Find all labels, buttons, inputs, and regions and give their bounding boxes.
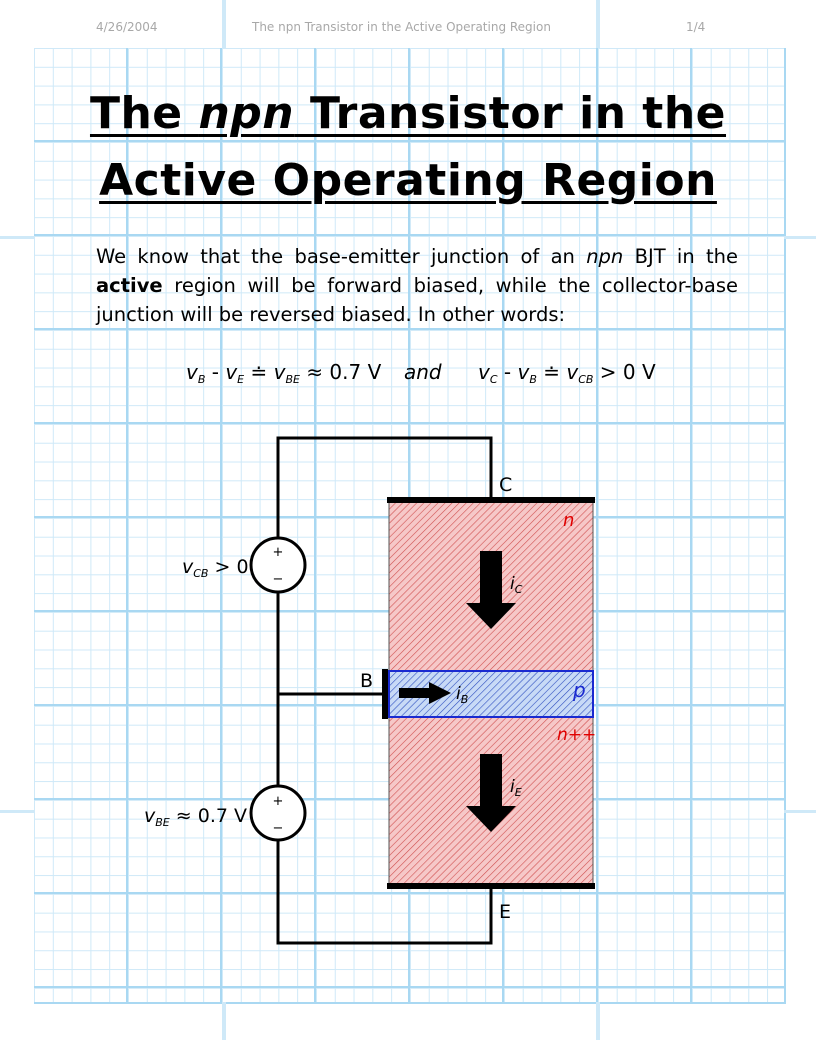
vbe-source-label: vBE ≈ 0.7 V: [144, 805, 247, 829]
grid-tick: [0, 236, 34, 239]
equation-collector-base: vC - vB ≐ vCB > 0 V: [478, 360, 656, 386]
terminal-e-label: E: [499, 901, 511, 923]
base-contact: [382, 669, 388, 719]
collector-current-label: iC: [510, 574, 523, 596]
base-current-label: iB: [456, 684, 468, 706]
active-keyword: active: [96, 274, 163, 297]
base-current-arrow-icon: [399, 682, 451, 704]
vcb-minus-sign: −: [273, 572, 284, 587]
terminal-c-label: C: [499, 474, 512, 496]
terminal-b-label: B: [360, 670, 373, 692]
grid-tick: [784, 810, 816, 813]
wire-top: [276, 436, 493, 543]
grid-tick: [222, 1002, 226, 1040]
grid-tick: [596, 1002, 600, 1040]
page-title-line1: The npn Transistor in the: [89, 88, 727, 139]
vbe-plus-sign: +: [273, 794, 284, 809]
grid-tick: [596, 0, 600, 48]
vcb-source-label: vCB > 0: [182, 556, 249, 580]
page-title-line2: Active Operating Region: [99, 155, 717, 206]
equation-and: and: [404, 360, 442, 384]
header-page-number: 1/4: [686, 20, 706, 34]
header-doc-title: The npn Transistor in the Active Operati…: [252, 20, 551, 34]
vcb-source: [249, 536, 307, 594]
grid-tick: [222, 0, 226, 48]
collector-current-arrow-icon: [466, 551, 516, 629]
region-n-label: n: [563, 510, 574, 531]
collector-contact: [387, 497, 595, 503]
intro-paragraph: We know that the base-emitter junction o…: [96, 245, 739, 326]
header-date: 4/26/2004: [96, 20, 158, 34]
region-p-label: p: [572, 678, 586, 702]
region-n-plus-plus-label: n++: [557, 725, 596, 745]
equation-base-emitter: vB - vE ≐ vBE ≈ 0.7 V: [186, 360, 382, 386]
emitter-contact: [387, 883, 595, 889]
grid-tick: [0, 810, 34, 813]
vbe-minus-sign: −: [273, 821, 284, 836]
grid-tick: [784, 236, 816, 239]
title-npn-italic: npn: [198, 88, 295, 139]
emitter-current-label: iE: [510, 777, 522, 799]
vcb-plus-sign: +: [273, 545, 284, 560]
vbe-source: [249, 784, 307, 842]
wire-bottom: [276, 838, 493, 945]
emitter-current-arrow-icon: [466, 754, 516, 832]
